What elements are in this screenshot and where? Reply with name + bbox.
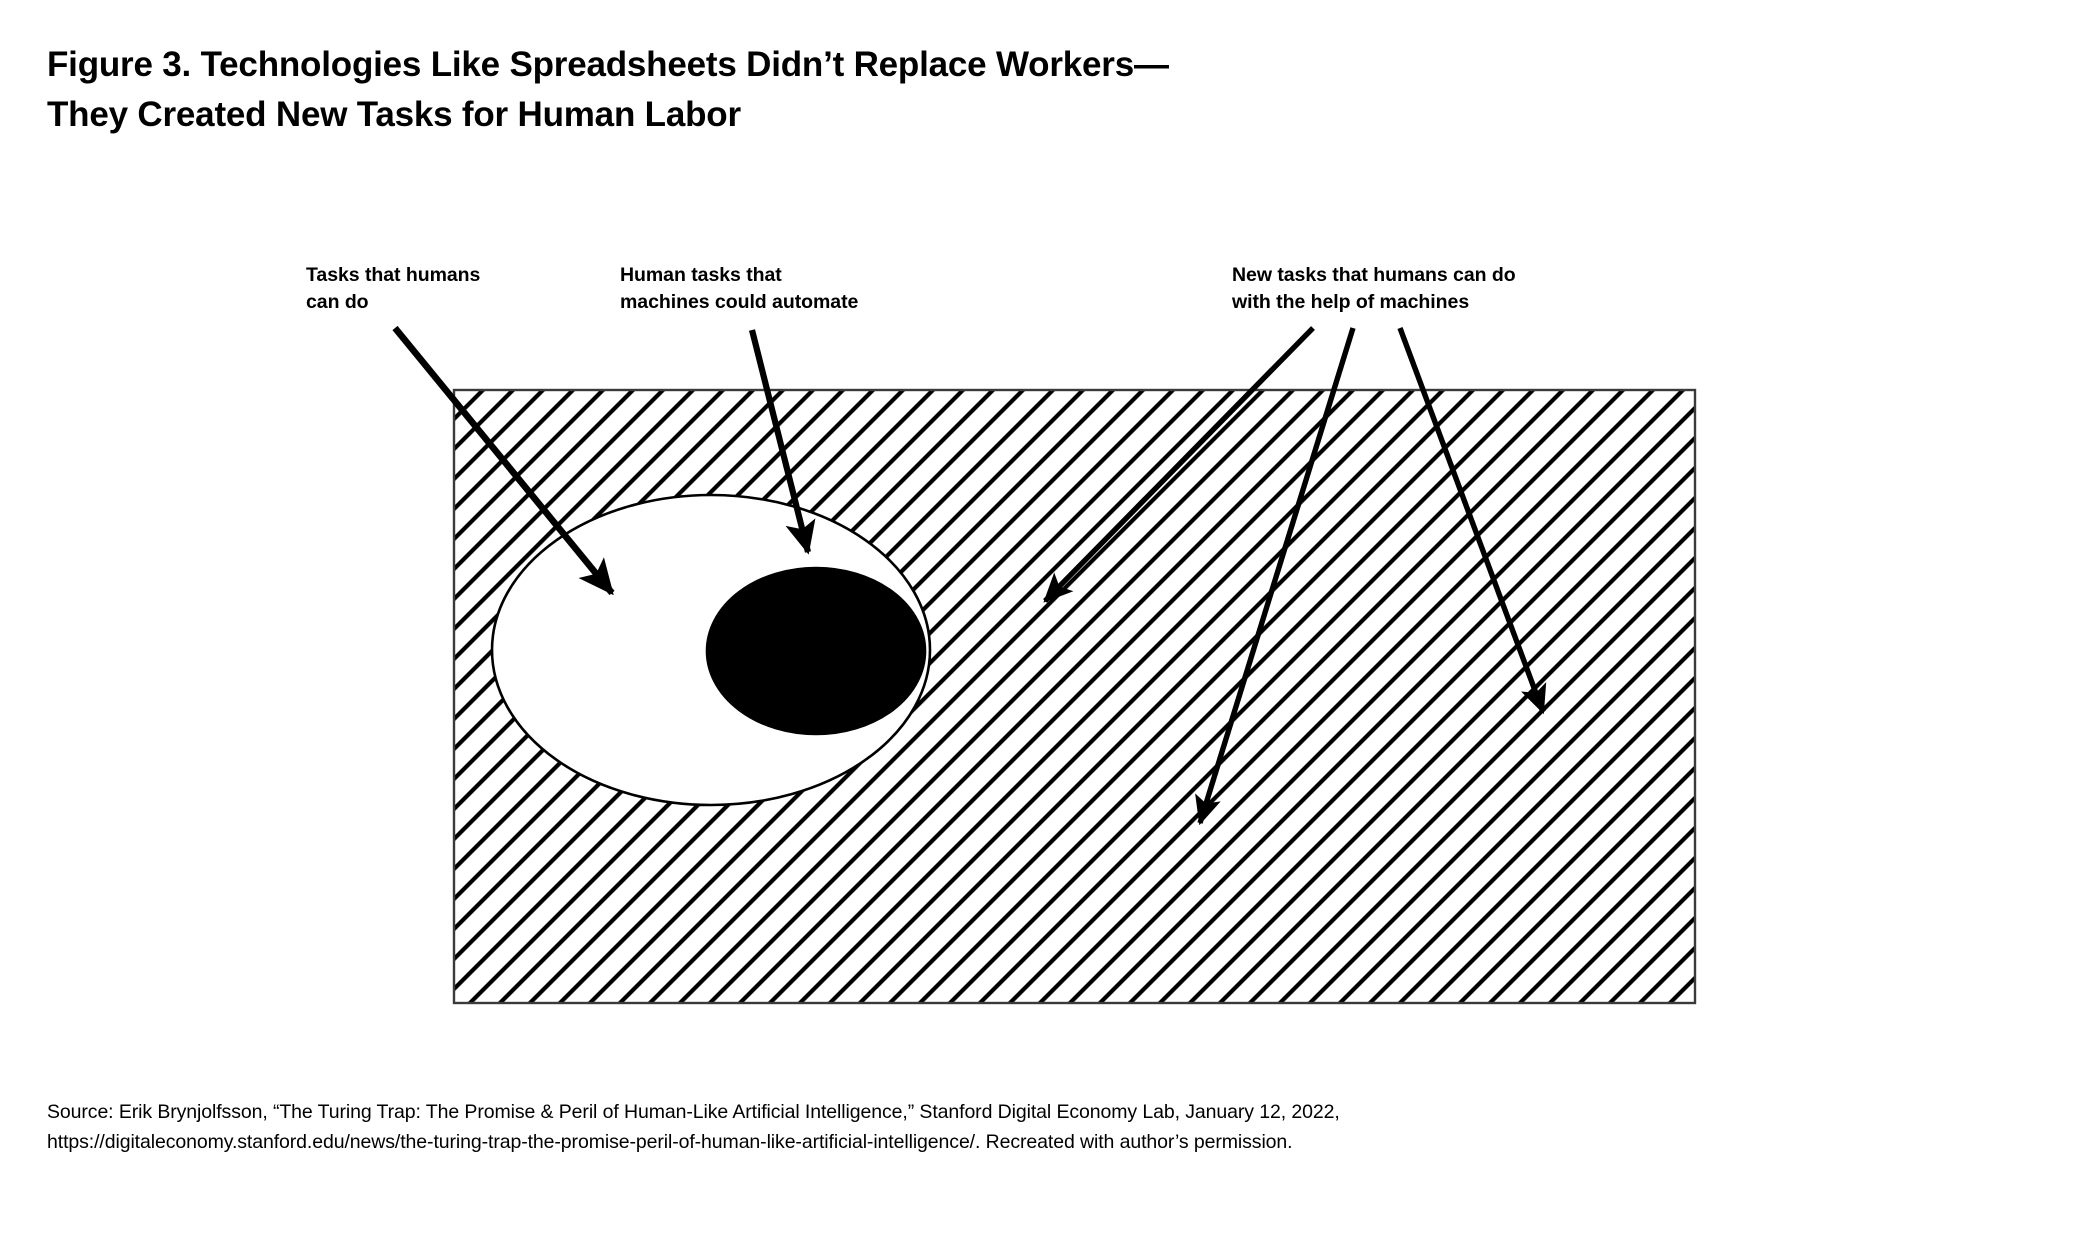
arrow-new-tasks-middle: [1195, 327, 1356, 826]
black-ellipse-machine-automatable: [705, 566, 927, 736]
callout-label-new-tasks-with-machines: New tasks that humans can do with the he…: [1232, 264, 1516, 313]
arrow-new-tasks-right: [1397, 327, 1547, 715]
callout-label-human-tasks-machines-automate: Human tasks that machines could automate: [620, 264, 859, 313]
page-title: Figure 3. Technologies Like Spreadsheets…: [47, 45, 1169, 134]
arrow-new-tasks-left: [1043, 326, 1315, 603]
arrow-tasks-humans-can-do: [392, 325, 615, 596]
source-note: Source: Erik Brynjolfsson, “The Turing T…: [47, 1101, 1340, 1153]
arrow-human-tasks-machines-automate: [748, 329, 816, 555]
callout-label-tasks-humans-can-do: Tasks that humans can do: [306, 264, 481, 313]
